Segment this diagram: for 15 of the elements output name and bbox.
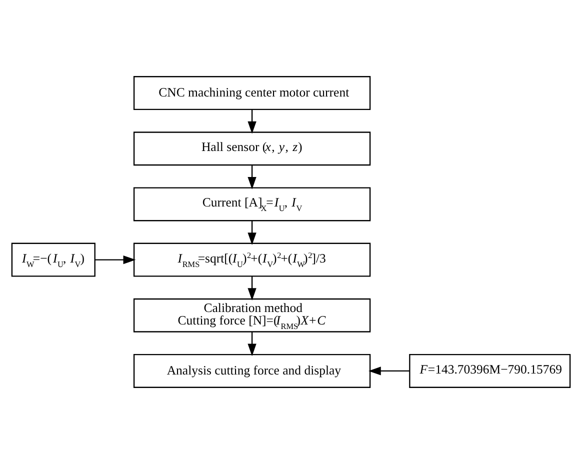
arrow [248, 165, 256, 190]
node-box: F=143.70396M−790.15769 [409, 354, 571, 388]
node-box: I$_{RMS}$=sqrt[(I$_{U}$)$^{2}$+(I$_{V}$)$^{2}$+(I$_{W}$)$^{2}$]/3 [133, 242, 371, 277]
node-box: Hall sensor (x, y, z) [133, 132, 371, 166]
arrow [248, 332, 256, 356]
node-box: CNC machining center motor current [133, 76, 371, 110]
node-box: Current [A]$_{X}$=I$_{U}$, I$_{V}$ [133, 187, 371, 222]
arrow [248, 220, 256, 245]
arrow [248, 276, 256, 301]
arrow [368, 366, 410, 376]
node-box: I$_{W}$=−(I$_{U}$, I$_{V}$) [11, 242, 96, 277]
node-box: Analysis cutting force and display [133, 354, 371, 388]
arrow [248, 110, 256, 134]
node-box: Calibration method Cutting force [N]=(I$_{RMS}$)X+C [133, 298, 371, 332]
arrow [94, 255, 136, 264]
